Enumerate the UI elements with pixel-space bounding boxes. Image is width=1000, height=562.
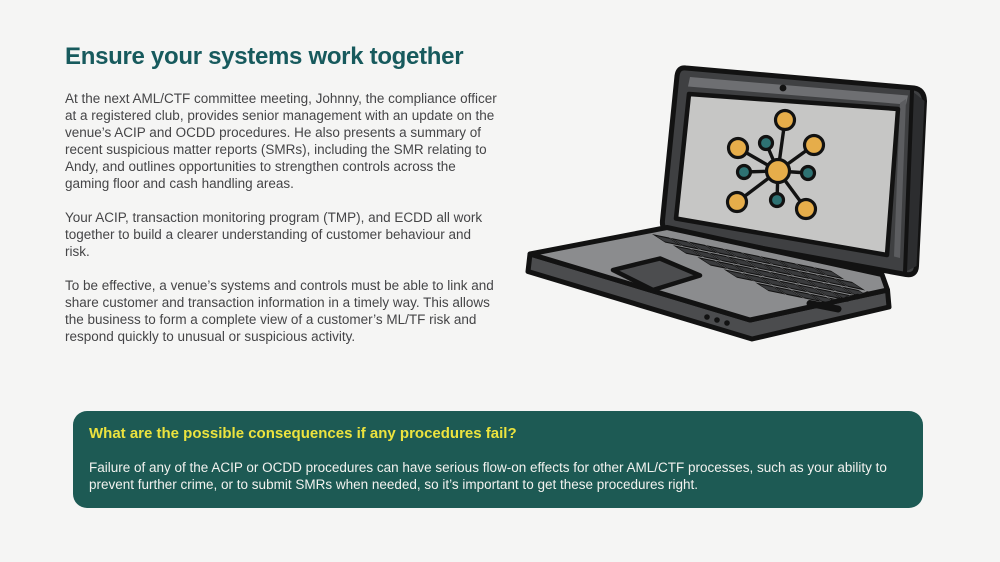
keyboard-key xyxy=(795,263,827,276)
paragraph-effectiveness: To be effective, a venue’s systems and c… xyxy=(65,277,494,344)
network-node-gold xyxy=(764,157,792,185)
trackpad xyxy=(610,256,703,293)
keyboard-key xyxy=(777,280,809,293)
keyboard-key xyxy=(715,260,746,273)
keyboard-key xyxy=(834,278,866,291)
keyboard-key xyxy=(751,268,782,281)
keyboard xyxy=(651,234,881,310)
network-node-gold xyxy=(726,136,750,160)
callout-title: What are the possible consequences if an… xyxy=(89,425,517,442)
keyboard-key xyxy=(787,275,818,288)
keyboard-key xyxy=(769,271,800,284)
laptop-base xyxy=(525,225,892,342)
bezel-highlight xyxy=(688,77,908,105)
network-node-gold xyxy=(773,108,797,132)
keyboard-key xyxy=(733,264,764,277)
keyboard-key xyxy=(777,259,809,272)
network-node-gold xyxy=(794,197,818,221)
keyboard-key xyxy=(780,267,812,280)
webcam-icon xyxy=(779,84,787,92)
keyboard-key xyxy=(723,269,755,282)
keyboard-key xyxy=(708,252,740,265)
lesson-content: Ensure your systems work together At the… xyxy=(65,43,497,362)
laptop-illustration-svg xyxy=(525,65,927,342)
paragraph-scenario: At the next AML/CTF committee meeting, J… xyxy=(65,90,497,191)
network-diagram-icon xyxy=(725,108,826,221)
network-node-teal xyxy=(757,134,775,152)
network-node-teal xyxy=(735,163,753,181)
network-node-teal xyxy=(768,191,786,209)
keyboard-key xyxy=(773,286,804,299)
keyboard-key xyxy=(705,245,737,258)
keyboard-key xyxy=(759,276,791,289)
laptop-illustration xyxy=(520,58,960,358)
keyboard-key xyxy=(744,259,776,273)
network-node-gold xyxy=(802,133,826,157)
keyboard-key xyxy=(690,248,722,261)
keyboard-key xyxy=(723,248,755,261)
consequences-callout: What are the possible consequences if an… xyxy=(73,411,923,508)
page-title: Ensure your systems work together xyxy=(65,43,464,70)
keyboard-key xyxy=(651,234,683,247)
keyboard-key xyxy=(755,282,786,295)
keyboard-keys xyxy=(651,234,881,310)
keyboard-key xyxy=(813,267,845,280)
port-dots xyxy=(704,291,871,326)
network-node-gold xyxy=(725,190,749,214)
keyboard-key xyxy=(791,289,822,303)
keyboard-key xyxy=(805,279,836,292)
keyboard-key xyxy=(687,241,719,254)
keyboard-key xyxy=(741,252,773,265)
keyboard-key xyxy=(813,287,845,300)
keyboard-key xyxy=(741,272,773,285)
keyboard-key xyxy=(672,245,704,258)
keyboard-key xyxy=(823,282,854,295)
keyboard-key xyxy=(816,274,848,287)
network-node-teal xyxy=(799,164,817,182)
keyboard-key xyxy=(795,283,827,297)
keyboard-key xyxy=(798,270,830,284)
laptop-lid xyxy=(659,65,927,278)
keyboard-key xyxy=(726,256,758,269)
paragraph-systems: Your ACIP, transaction monitoring progra… xyxy=(65,209,483,259)
keyboard-key xyxy=(669,237,701,250)
port-slot xyxy=(806,300,842,313)
keyboard-key xyxy=(697,256,728,270)
keyboard-key xyxy=(762,263,794,276)
callout-body: Failure of any of the ACIP or OCDD proce… xyxy=(89,460,887,492)
keyboard-key xyxy=(759,256,791,269)
